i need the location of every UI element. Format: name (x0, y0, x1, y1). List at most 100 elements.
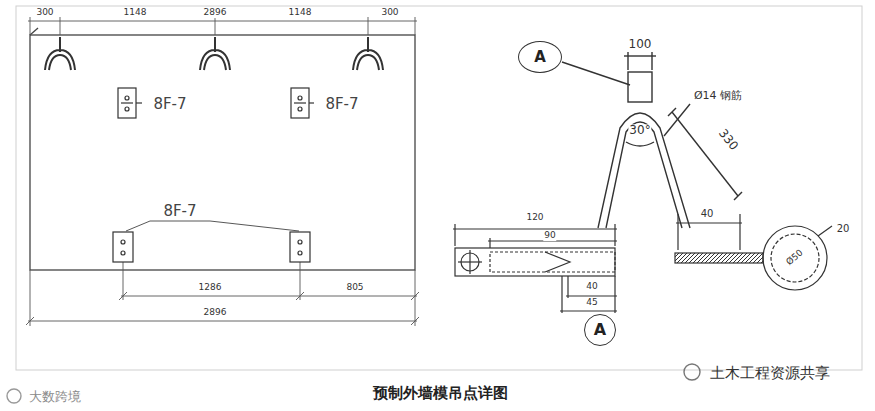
embedded-part (136, 102, 142, 103)
lifting-hook (353, 37, 383, 70)
watermark: 土木工程资源共享 (709, 365, 831, 382)
frame (16, 6, 862, 370)
dimension-line (26, 17, 419, 326)
dimension-text: 300 (380, 8, 399, 18)
watermark: 大数跨境 (28, 390, 82, 404)
dimension-text: Ø50 (784, 248, 806, 269)
embedded-part (294, 102, 306, 103)
embedded-part (125, 96, 129, 100)
dimension-text: 20 (836, 223, 851, 234)
dimension-line (411, 317, 419, 325)
embedded-part (298, 96, 302, 100)
ring-detail (818, 226, 832, 236)
bolt-detail (454, 224, 455, 246)
watermark-icon (684, 364, 700, 380)
panel-outline (30, 28, 38, 35)
rebar-note: Ø14 钢筋 (693, 90, 743, 102)
embedded-part (298, 251, 302, 255)
dimension-text: 100 (628, 38, 653, 51)
dimension-line (30, 270, 31, 326)
bolt-detail (545, 252, 570, 272)
dimension-line (415, 270, 416, 326)
hook-detail (624, 55, 656, 56)
embedded-part (298, 107, 302, 111)
embedded-part (291, 88, 309, 118)
bolt-detail (614, 224, 615, 246)
dimension-line (215, 17, 216, 35)
hook-detail (672, 112, 738, 196)
leader-line (126, 221, 150, 231)
bolt-detail (453, 224, 617, 313)
part-code: 8F-7 (324, 96, 359, 113)
ring-detail (677, 214, 678, 250)
dimension-text: 330 (715, 126, 741, 154)
bolt-detail (455, 248, 615, 276)
embedded-part (113, 232, 133, 262)
dimension-line (119, 292, 127, 300)
section-marker: A (518, 41, 562, 73)
bolt-detail (560, 310, 617, 311)
part-code: 8F-7 (152, 96, 187, 113)
dimension-line (60, 17, 61, 35)
section-marker: A (584, 314, 616, 346)
bolt-detail (489, 238, 490, 248)
bolt-detail (458, 261, 482, 262)
dimension-text: 805 (345, 283, 364, 293)
section-letter: A (594, 322, 606, 338)
hook-detail (598, 113, 690, 228)
caption: 预制外墙模吊点详图 (373, 384, 508, 403)
dimension-text: 120 (525, 213, 544, 223)
dimension-text: 1148 (288, 8, 313, 18)
embedded-part (118, 88, 136, 118)
embedded-part (121, 102, 133, 103)
dimension-text: 300 (35, 8, 54, 18)
dimension-line (368, 17, 369, 35)
hook-detail (562, 62, 630, 85)
section-letter: A (534, 50, 546, 65)
dimension-text: 2896 (203, 308, 228, 318)
bolt-detail (561, 276, 562, 313)
panel-outline (30, 35, 415, 270)
dimension-line (123, 262, 124, 300)
dimension-text: 90 (543, 231, 556, 241)
hook-detail (668, 108, 676, 116)
lifting-hook (45, 37, 383, 70)
ring-detail (739, 214, 740, 250)
leader-line (150, 221, 210, 222)
bolt-detail (490, 252, 615, 272)
bolt-detail (614, 276, 615, 313)
dimension-line (415, 17, 416, 35)
hook-detail (664, 104, 690, 136)
dimension-line (296, 292, 304, 300)
hook-detail (628, 72, 652, 102)
lifting-hook (200, 37, 230, 70)
dimension-text: 40 (700, 208, 715, 219)
hook-detail (651, 52, 652, 70)
hook-detail (520, 52, 742, 228)
hook-detail (626, 142, 654, 146)
dimension-line (30, 17, 31, 35)
embedded-part (125, 107, 129, 111)
frame (16, 6, 862, 370)
dimension-line (300, 262, 301, 300)
embedded-part (121, 251, 125, 255)
watermark-icon (7, 364, 700, 403)
part-code: 8F-7 (162, 203, 197, 220)
watermark-icon (7, 389, 21, 403)
embedded-part (113, 88, 314, 262)
lifting-hook (45, 37, 75, 70)
dimension-line (28, 21, 417, 22)
embedded-part (309, 102, 314, 103)
dimension-text: 40 (585, 282, 598, 292)
angle-text: 30° (628, 124, 651, 137)
ring-detail (771, 234, 819, 282)
dimension-line (28, 321, 417, 322)
dimension-text: 45 (585, 298, 598, 308)
dimension-line (121, 296, 417, 297)
ring-detail (763, 226, 827, 290)
ring-detail (676, 222, 742, 223)
leader-line (210, 221, 299, 231)
ring-detail (675, 253, 763, 263)
bolt-detail (566, 295, 617, 296)
